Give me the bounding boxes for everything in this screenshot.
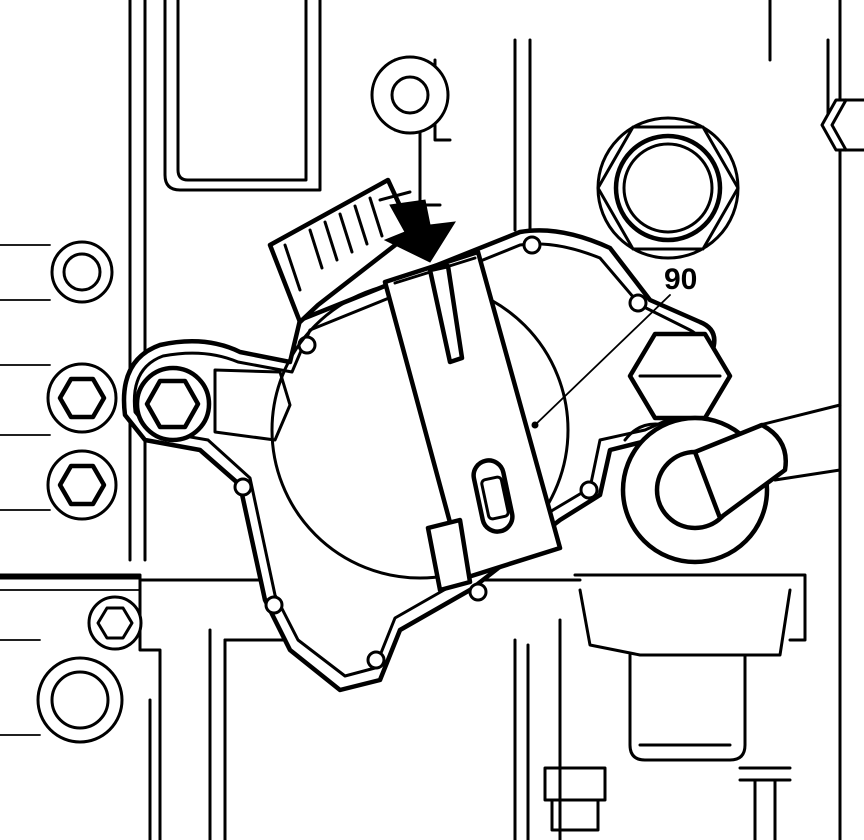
bolt-hex-left-low bbox=[46, 449, 118, 521]
bolt-hex-left-mid bbox=[46, 362, 118, 434]
shift-shaft bbox=[620, 403, 842, 565]
bolt-lower-left bbox=[87, 595, 143, 651]
flange-bolt-left bbox=[134, 365, 212, 443]
housing-outline bbox=[0, 0, 842, 840]
callout-label-90: 90 bbox=[664, 263, 698, 296]
bolt-upper-left bbox=[50, 240, 114, 304]
bolt-right-edge bbox=[820, 98, 864, 152]
boss-lower-left bbox=[36, 656, 124, 744]
switch-connector bbox=[267, 177, 415, 325]
bolt-hex-right bbox=[627, 331, 733, 421]
callout-leader-90 bbox=[531, 294, 671, 429]
alignment-tool bbox=[382, 249, 563, 593]
down-arrow-icon bbox=[383, 199, 456, 263]
drain-plug-large bbox=[596, 116, 740, 260]
boss-top-center bbox=[370, 55, 450, 135]
